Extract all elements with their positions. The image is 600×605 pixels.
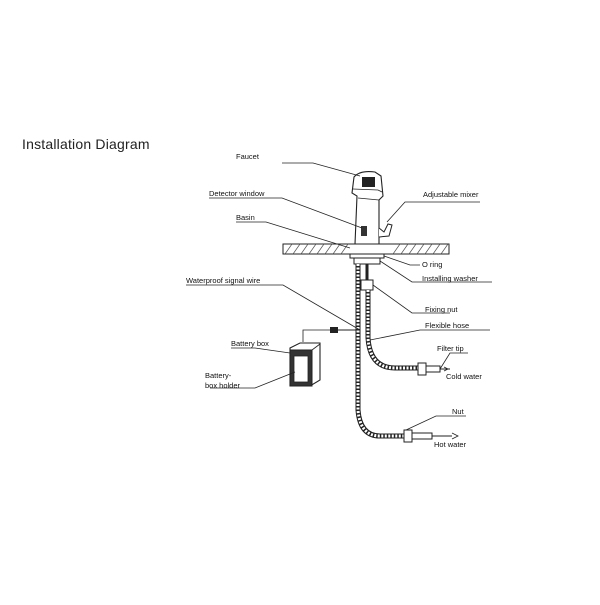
label-cold-water: Cold water	[446, 372, 482, 381]
labels: Faucet Detector window Basin Adjustable …	[186, 152, 482, 449]
o-ring-part	[349, 253, 385, 259]
label-filter-tip: Filter tip	[437, 344, 464, 353]
label-installing-washer: Installing washer	[422, 274, 478, 283]
page-title: Installation Diagram	[22, 136, 150, 152]
label-nut: Nut	[452, 407, 465, 416]
faucet-top-panel	[362, 177, 375, 187]
label-waterproof-signal-wire: Waterproof signal wire	[186, 276, 260, 285]
detector-window-lens	[361, 226, 367, 236]
installing-washer-part	[353, 257, 381, 265]
flexible-hoses	[355, 264, 418, 439]
label-battery-box-holder-line2: box holder	[205, 381, 241, 390]
basin-slab	[282, 243, 450, 255]
label-faucet: Faucet	[236, 152, 260, 161]
label-detector-window: Detector window	[209, 189, 265, 198]
hot-water-valve	[403, 429, 459, 443]
leader-lines	[186, 162, 492, 431]
label-battery-box-holder-line1: Battery-	[205, 371, 232, 380]
label-o-ring: O ring	[422, 260, 442, 269]
battery-box	[289, 342, 321, 387]
label-battery-box: Battery box	[231, 339, 269, 348]
label-flexible-hose: Flexible hose	[425, 321, 469, 330]
label-hot-water: Hot water	[434, 440, 467, 449]
adjustable-mixer-handle	[378, 223, 393, 238]
label-adjustable-mixer: Adjustable mixer	[423, 190, 479, 199]
under-basin-fittings	[349, 253, 385, 291]
fixing-nut-part	[360, 279, 374, 291]
label-fixing-nut: Fixing nut	[425, 305, 458, 314]
signal-wire	[302, 327, 358, 342]
faucet-body	[351, 171, 384, 245]
label-basin: Basin	[236, 213, 255, 222]
